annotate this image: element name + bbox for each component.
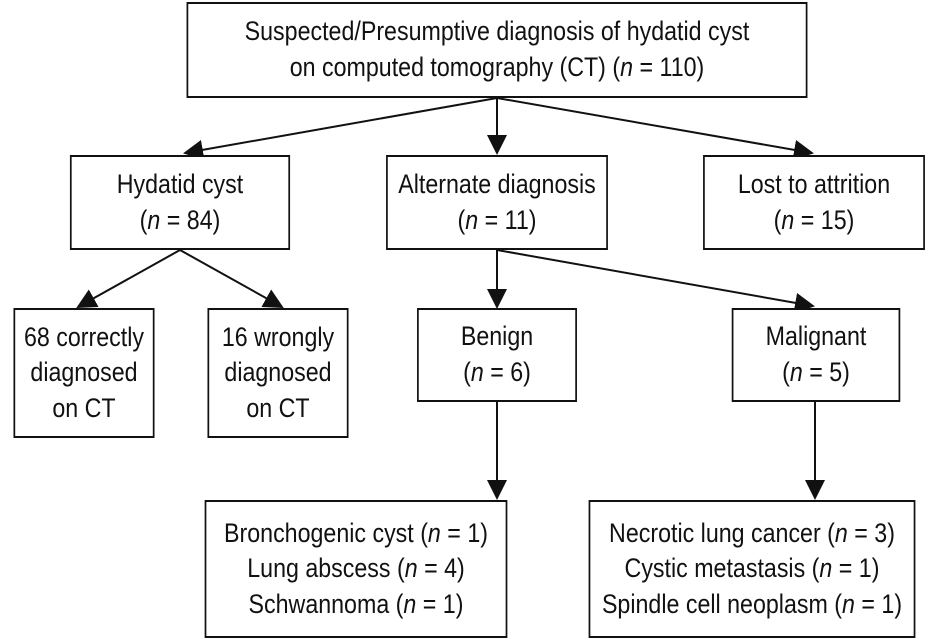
arrow-hydatid-to-wrong xyxy=(179,249,284,308)
malignant-box: Malignant (n = 5) xyxy=(731,308,901,402)
wrongly-diagnosed-box: 16 wrongly diagnosed on CT xyxy=(207,308,349,438)
wrongly-diagnosed-line2: diagnosed xyxy=(224,357,332,388)
malignant-count: (n = 5) xyxy=(782,357,850,387)
benign-list-item: Lung abscess (n = 4) xyxy=(247,553,465,584)
lost-to-attrition-label: Lost to attrition xyxy=(737,168,891,199)
malignant-list-box: Necrotic lung cancer (n = 3) Cystic meta… xyxy=(588,500,916,638)
lost-to-attrition-box: Lost to attrition (n = 15) xyxy=(703,155,925,250)
arrow-hydatid-to-correct xyxy=(76,249,181,308)
alternate-diagnosis-box: Alternate diagnosis (n = 11) xyxy=(386,155,608,250)
wrongly-diagnosed-line3: on CT xyxy=(246,392,310,423)
malignant-list-item: Necrotic lung cancer (n = 3) xyxy=(609,517,895,548)
hydatid-cyst-box: Hydatid cyst (n = 84) xyxy=(69,155,291,250)
correctly-diagnosed-line2: diagnosed xyxy=(30,357,138,388)
lost-to-attrition-count: (n = 15) xyxy=(773,204,855,235)
alternate-diagnosis-label: Alternate diagnosis xyxy=(398,168,596,199)
arrow-root-to-hydatid xyxy=(183,97,498,160)
benign-label: Benign xyxy=(460,321,534,352)
correctly-diagnosed-box: 68 correctly diagnosed on CT xyxy=(13,308,155,438)
malignant-label: Malignant xyxy=(765,321,867,352)
wrongly-diagnosed-line1: 16 wrongly xyxy=(221,321,335,352)
root-line2: on computed tomography (CT) (n = 110) xyxy=(289,52,705,82)
hydatid-cyst-count: (n = 84) xyxy=(139,204,221,235)
hydatid-cyst-label: Hydatid cyst xyxy=(116,168,244,199)
benign-list-item: Schwannoma (n = 1) xyxy=(248,588,464,619)
root-box: Suspected/Presumptive diagnosis of hydat… xyxy=(186,2,808,98)
arrow-alternate-to-malignant xyxy=(496,249,815,313)
malignant-list-item: Cystic metastasis (n = 1) xyxy=(624,553,880,584)
root-line1: Suspected/Presumptive diagnosis of hydat… xyxy=(244,16,750,47)
malignant-list-item: Spindle cell neoplasm (n = 1) xyxy=(601,588,903,619)
benign-box: Benign (n = 6) xyxy=(417,308,577,402)
benign-list-box: Bronchogenic cyst (n = 1) Lung abscess (… xyxy=(204,500,508,638)
benign-list-item: Bronchogenic cyst (n = 1) xyxy=(224,517,488,548)
benign-count: (n = 6) xyxy=(463,357,531,387)
correctly-diagnosed-line3: on CT xyxy=(52,392,116,423)
alternate-diagnosis-count: (n = 11) xyxy=(457,204,537,235)
arrow-root-to-lost xyxy=(496,97,814,160)
correctly-diagnosed-line1: 68 correctly xyxy=(23,321,145,352)
